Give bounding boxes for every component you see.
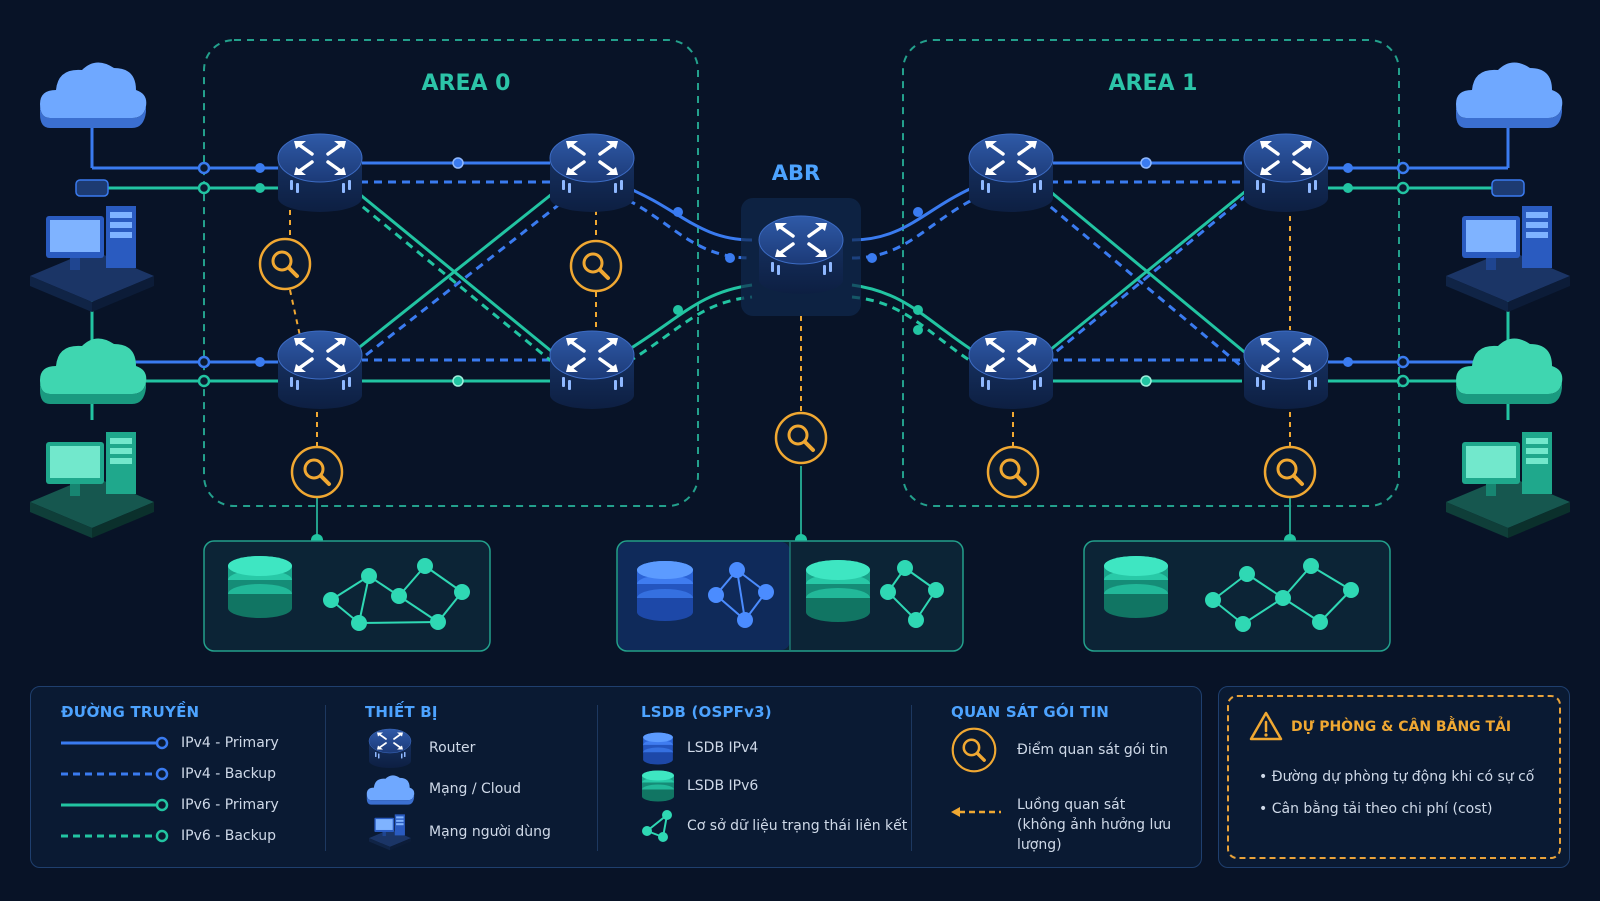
legend-label: (không ảnh hưởng lưu [1017, 817, 1172, 833]
capture-point-icon[interactable] [290, 445, 344, 499]
capture-point-icon [951, 727, 997, 773]
legend-label: Mạng / Cloud [429, 781, 522, 797]
router-icon[interactable] [967, 132, 1055, 214]
capture-point-icon[interactable] [258, 237, 312, 291]
warning-icon [1249, 711, 1283, 741]
legend-ipv6-primary: IPv6 - Primary [61, 797, 279, 813]
legend-devices: THIẾT BỊ Router Mạng / Cloud Mạng người … [365, 687, 605, 867]
legend-cloud: Mạng / Cloud [365, 771, 521, 807]
legend-label: Cơ sở dữ liệu trạng thái liên kết [687, 818, 908, 834]
legend-user-network: Mạng người dùng [365, 813, 551, 851]
legend-label: IPv4 - Primary [181, 735, 279, 751]
ipv4-primary-line-icon [61, 736, 169, 750]
router-icon[interactable] [548, 329, 636, 411]
link-state-graph-icon [323, 558, 470, 631]
router-icon[interactable] [276, 132, 364, 214]
abr-label: ABR [772, 161, 820, 185]
legend-capture-point: Điểm quan sát gói tin [951, 727, 1168, 773]
legend-ipv6-backup: IPv6 - Backup [61, 828, 276, 844]
capture-point-icon[interactable] [1263, 445, 1317, 499]
router-icon [368, 728, 412, 769]
lsdb-ipv6-icon [1104, 556, 1168, 618]
abr-router-icon[interactable] [757, 214, 845, 296]
link-state-graph-icon [708, 562, 774, 628]
lsdb-ipv4-icon [643, 732, 673, 765]
legend-label: IPv6 - Backup [181, 828, 277, 844]
area0-links [351, 161, 571, 383]
router-icon[interactable] [1242, 329, 1330, 411]
user-network-icon [30, 206, 154, 312]
redundancy-bullet: • Đường dự phòng tự động khi có sự cố [1259, 769, 1535, 785]
legend-lsdb-ipv6: LSDB IPv6 [641, 769, 758, 803]
lsdb-ipv6-icon [806, 560, 870, 622]
access-link-nodes [75, 161, 1525, 388]
router-icon[interactable] [548, 132, 636, 214]
link-state-graph-icon [642, 810, 672, 842]
lsdb-ipv6-icon [228, 556, 292, 618]
redundancy-bullet: • Cân bằng tải theo chi phí (cost) [1259, 801, 1493, 817]
cloud-icon [40, 62, 147, 128]
legend-label: IPv4 - Backup [181, 766, 277, 782]
router-icon[interactable] [276, 329, 364, 411]
link-state-graph-icon [880, 560, 944, 628]
legend-ipv4-primary: IPv4 - Primary [61, 735, 279, 751]
cloud-icon [366, 775, 415, 805]
legend-label: LSDB IPv4 [687, 740, 759, 756]
legend-link-state-db: Cơ sở dữ liệu trạng thái liên kết [641, 809, 907, 843]
lsdb-ipv6-icon [642, 770, 674, 802]
legend-label: LSDB IPv6 [687, 778, 759, 794]
redundancy-panel: DỰ PHÒNG & CÂN BẰNG TẢI • Đường dự phòng… [1218, 686, 1570, 868]
legend-lsdb-ipv4: LSDB IPv4 [641, 731, 758, 765]
legend-label: lượng) [1017, 837, 1062, 853]
legend-links-title: ĐƯỜNG TRUYỀN [61, 703, 200, 721]
legend-label: Router [429, 740, 476, 756]
cloud-icon [1456, 338, 1563, 404]
user-network-icon [30, 432, 154, 538]
user-network-icon [368, 814, 412, 851]
ipv6-backup-line-icon [61, 829, 169, 843]
legend-lsdb: LSDB (OSPFv3) LSDB IPv4 LSDB IPv6 Cơ sở … [641, 687, 941, 867]
user-network-icon [1446, 432, 1570, 538]
router-icon[interactable] [967, 329, 1055, 411]
capture-point-icon[interactable] [569, 239, 623, 293]
legend-capture-title: QUAN SÁT GÓI TIN [951, 703, 1109, 721]
legend-panel: ĐƯỜNG TRUYỀN IPv4 - Primary IPv4 - Backu… [30, 686, 1202, 868]
legend-label: IPv6 - Primary [181, 797, 279, 813]
legend-router: Router [365, 727, 475, 769]
redundancy-title: DỰ PHÒNG & CÂN BẰNG TẢI [1291, 719, 1512, 735]
legend-links: ĐƯỜNG TRUYỀN IPv4 - Primary IPv4 - Backu… [61, 687, 331, 867]
legend-label: Luồng quan sát [1017, 797, 1126, 813]
area1-links [1039, 161, 1253, 383]
ipv4-backup-line-icon [61, 767, 169, 781]
legend-capture-flow: Luồng quan sát (không ảnh hưởng lưu lượn… [951, 795, 1171, 855]
area0-label: AREA 0 [422, 71, 511, 96]
capture-point-icon[interactable] [774, 411, 828, 465]
user-network-icon [1446, 206, 1570, 312]
legend-ipv4-backup: IPv4 - Backup [61, 766, 276, 782]
router-icon[interactable] [1242, 132, 1330, 214]
capture-flow-arrow-icon [951, 807, 1001, 817]
cloud-icon [1456, 62, 1563, 128]
area1-label: AREA 1 [1109, 71, 1198, 96]
area0-boundary [203, 39, 699, 507]
legend-devices-title: THIẾT BỊ [365, 703, 438, 721]
legend-capture: QUAN SÁT GÓI TIN Điểm quan sát gói tin L… [951, 687, 1191, 867]
link-nodes [452, 157, 1152, 387]
legend-lsdb-title: LSDB (OSPFv3) [641, 703, 772, 721]
legend-label: Mạng người dùng [429, 824, 551, 840]
capture-point-icon[interactable] [986, 445, 1040, 499]
cloud-icon [40, 338, 147, 404]
lsdb-connectors [316, 466, 1291, 540]
link-state-graph-icon [1205, 558, 1359, 632]
legend-label: Điểm quan sát gói tin [1017, 742, 1168, 758]
lsdb-ipv4-icon [637, 561, 693, 621]
ipv6-primary-line-icon [61, 798, 169, 812]
